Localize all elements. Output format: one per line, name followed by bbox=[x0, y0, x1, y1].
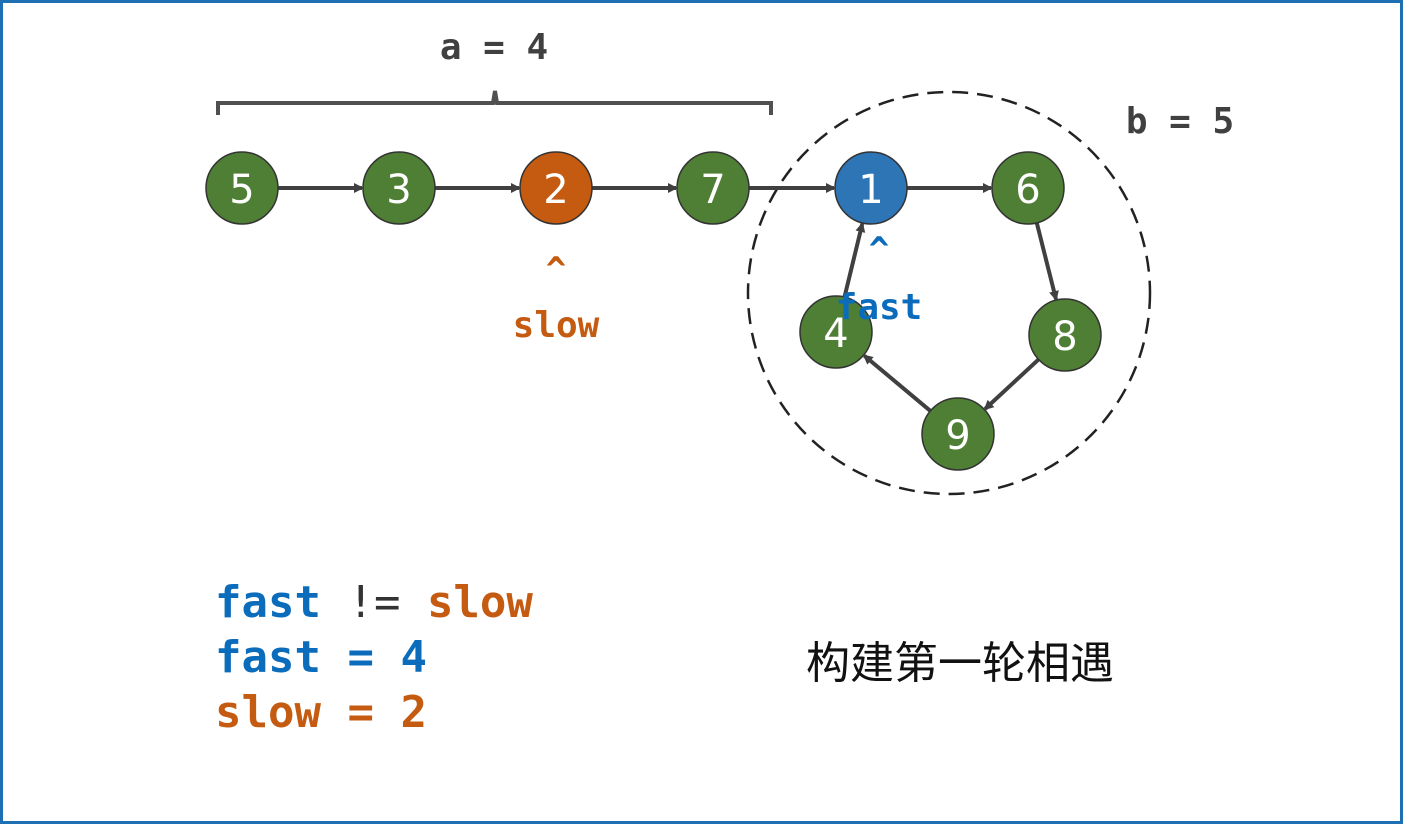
code-slow-token: slow bbox=[426, 577, 533, 628]
node-value: 2 bbox=[543, 167, 568, 213]
code-line-compare: fast != slow bbox=[215, 575, 533, 630]
linked-list-cycle-diagram: a = 4 b = 5 5 3 2 7 1 6 8 9 4 ^ slow ^ fast bbox=[205, 27, 1234, 496]
edge-arrow-n9-n4 bbox=[862, 354, 932, 413]
node-circle bbox=[834, 151, 908, 225]
list-node-1: 1 bbox=[834, 151, 908, 225]
code-fast-token: fast bbox=[215, 577, 321, 628]
pointer-state-code: fast != slow fast = 4 slow = 2 bbox=[215, 575, 533, 740]
edge-arrow-n6-n8 bbox=[1034, 222, 1059, 302]
code-slow-assign: = 2 bbox=[320, 687, 427, 738]
brace-segment-a bbox=[216, 90, 773, 115]
node-circle bbox=[799, 295, 873, 369]
code-fast-assign: = 4 bbox=[320, 632, 427, 683]
list-node-5: 5 bbox=[205, 151, 279, 225]
edge-arrow-n4-n1 bbox=[842, 222, 866, 298]
a-length-label: a = 4 bbox=[440, 27, 548, 68]
node-circle bbox=[1028, 298, 1102, 372]
node-value: 3 bbox=[386, 167, 411, 213]
node-value: 9 bbox=[945, 413, 970, 459]
node-circle bbox=[991, 151, 1065, 225]
fast-caret: ^ bbox=[869, 230, 889, 270]
list-node-8: 8 bbox=[1028, 298, 1102, 372]
list-node-2: 2 bbox=[519, 151, 593, 225]
slow-caret: ^ bbox=[546, 250, 566, 290]
cycle-boundary bbox=[746, 90, 1152, 496]
node-value: 8 bbox=[1052, 314, 1077, 360]
node-circle bbox=[519, 151, 593, 225]
node-circle bbox=[362, 151, 436, 225]
step-caption: 构建第一轮相遇 bbox=[806, 638, 1114, 689]
code-not-equal-token: != bbox=[320, 577, 427, 628]
b-length-label: b = 5 bbox=[1126, 101, 1234, 142]
code-line-slow-value: slow = 2 bbox=[215, 685, 533, 740]
list-node-4: 4 bbox=[799, 295, 873, 369]
node-value: 6 bbox=[1015, 167, 1040, 213]
node-circle bbox=[205, 151, 279, 225]
list-node-9: 9 bbox=[921, 397, 995, 471]
node-value: 4 bbox=[823, 311, 848, 357]
code-slow-name: slow bbox=[215, 687, 321, 738]
fast-pointer-label: fast bbox=[836, 287, 923, 328]
code-fast-name: fast bbox=[215, 632, 321, 683]
slow-pointer-label: slow bbox=[513, 305, 600, 346]
list-node-3: 3 bbox=[362, 151, 436, 225]
nodes: 5 3 2 7 1 6 8 9 4 bbox=[205, 151, 1102, 471]
list-node-7: 7 bbox=[676, 151, 750, 225]
edges bbox=[278, 183, 1059, 413]
node-value: 5 bbox=[229, 167, 254, 213]
node-circle bbox=[676, 151, 750, 225]
edge-arrow-n8-n9 bbox=[983, 357, 1040, 411]
node-value: 1 bbox=[858, 167, 883, 213]
list-node-6: 6 bbox=[991, 151, 1065, 225]
node-circle bbox=[921, 397, 995, 471]
code-line-fast-value: fast = 4 bbox=[215, 630, 533, 685]
node-value: 7 bbox=[700, 167, 725, 213]
